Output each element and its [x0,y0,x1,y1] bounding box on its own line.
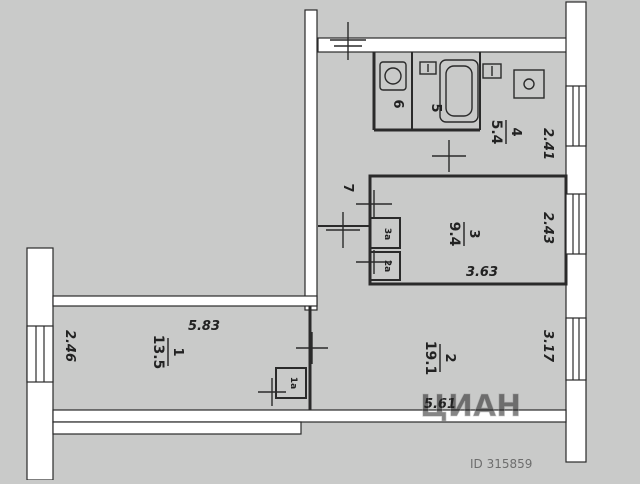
room-2-area: 19.1 [422,341,438,376]
windows [26,85,587,383]
dim-room2-length: 5.61 [424,397,456,412]
door-closet-1a [258,378,286,406]
window-kitchen [565,85,587,147]
door-room3 [356,190,392,218]
dim-room2-width: 3.17 [540,330,555,363]
sink-icon-bath [419,61,437,75]
room-2-label: 2 19.1 [422,341,457,376]
room-1-number: 1 [170,347,185,356]
room-3-number: 3 [466,229,481,238]
watermark-brand: ЦИАН [420,389,521,424]
room-1-area: 13.5 [150,335,166,370]
window-room2 [565,317,587,381]
closet-3a [369,217,401,249]
closet-2a-label: 2a [382,260,392,272]
room-5-number: 5 [428,103,443,112]
toilet-icon [379,61,407,91]
room-7-number: 7 [340,183,355,192]
room-2-number: 2 [442,353,457,362]
room-4-area: 5.4 [488,120,504,145]
dim-room4-width: 2.41 [540,128,555,160]
watermark-listing-id: ID 315859 [470,457,532,471]
room-4-number: 4 [508,127,523,136]
wall-upper-left [304,9,318,311]
room-4-label: 4 5.4 [488,120,523,145]
doors [258,22,466,406]
room-1-label: 1 13.5 [150,335,185,370]
door-room2-closet [356,250,392,274]
wall-room1-top [52,295,318,307]
door-room1 [296,332,328,364]
sink-icon-kitchen [482,63,502,79]
stove-icon [513,69,545,99]
room-6-number: 6 [390,99,405,108]
closet-3a-label: 3a [382,228,392,240]
bathtub-icon [439,59,479,123]
closet-1a [275,367,307,399]
door-kitchen [432,140,466,172]
dim-room3-width: 2.43 [540,212,555,244]
fixtures [379,59,545,123]
window-room3 [565,193,587,255]
room-3-area: 9.4 [446,222,462,247]
wall-bottom-left [52,421,302,435]
window-room1 [26,325,54,383]
watermark: ЦИАН ID 315859 [420,389,533,471]
dim-room3-length: 3.63 [466,265,498,280]
closet-1a-label: 1a [288,377,298,389]
door-corridor [326,212,360,248]
partitions [275,52,568,410]
door-entrance [330,22,366,60]
closet-2a [369,251,401,281]
dim-room1-length: 5.83 [188,319,220,334]
room-3-label: 3 9.4 [446,222,481,247]
dim-room1-width: 2.46 [62,330,77,362]
